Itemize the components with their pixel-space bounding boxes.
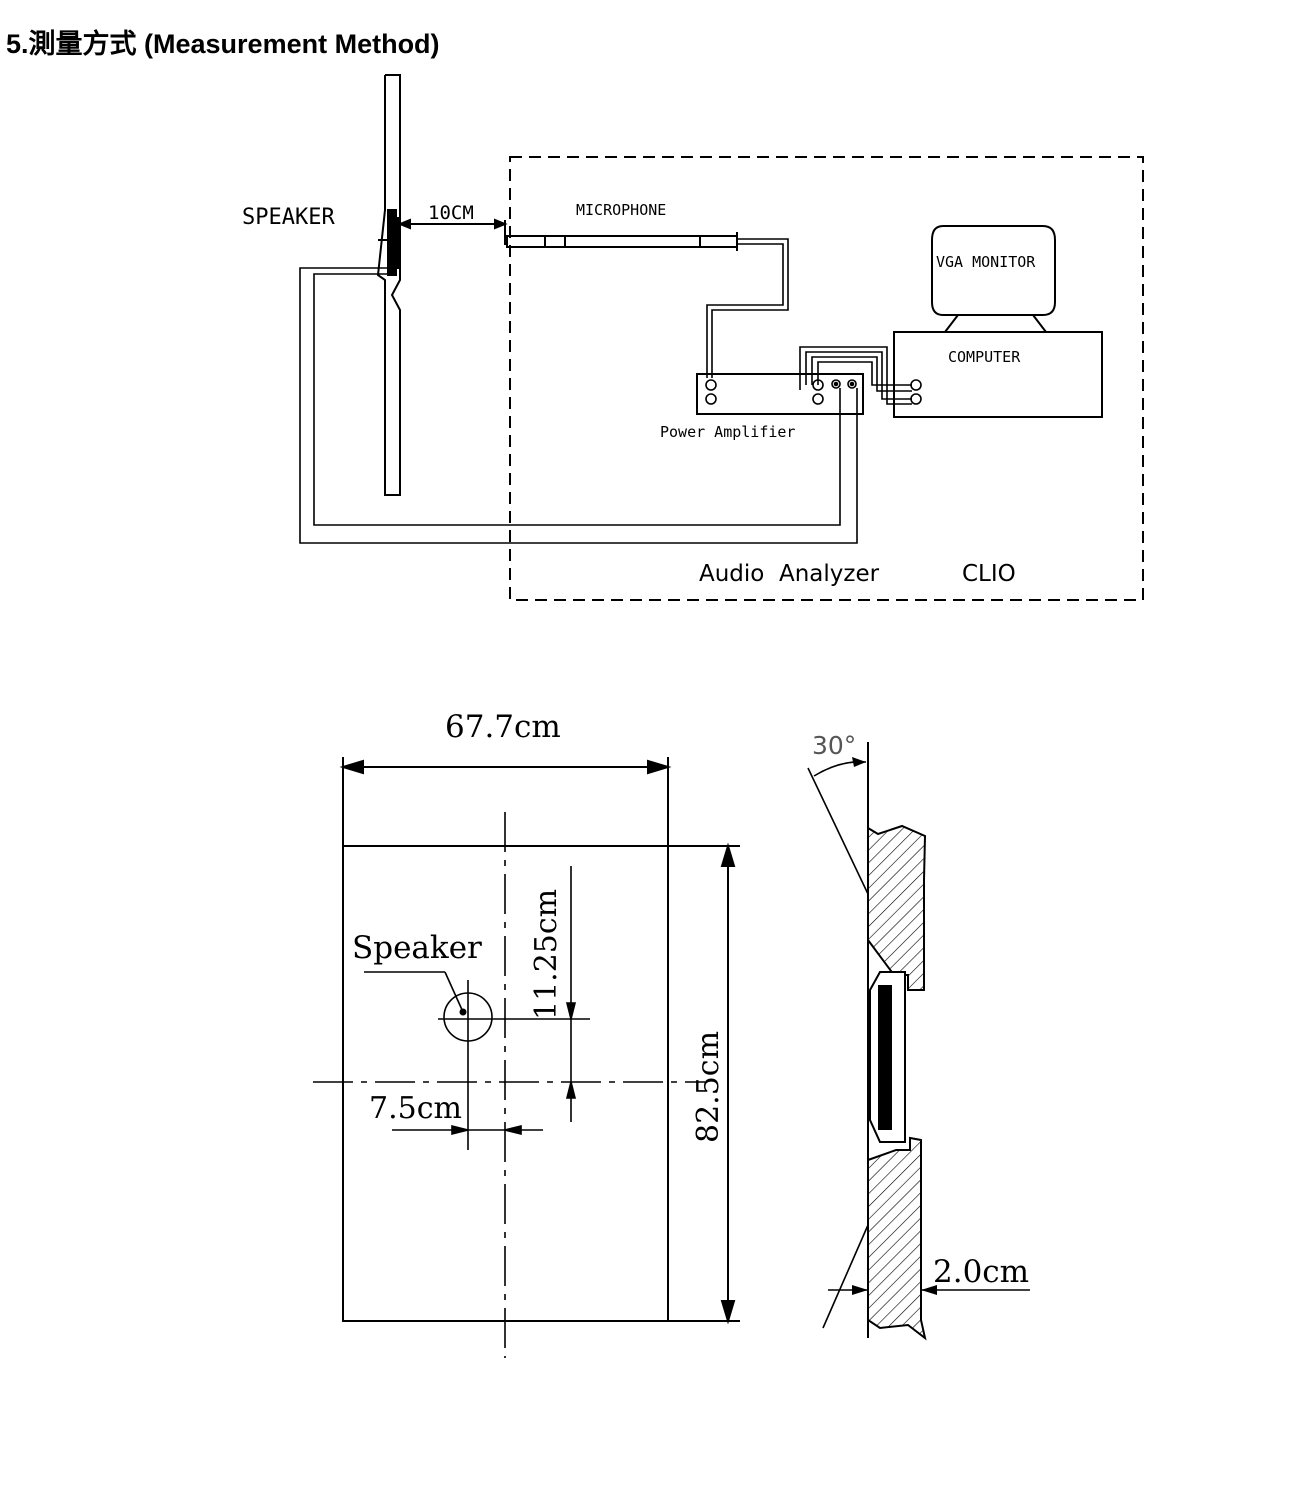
analyzer-enclosure [509,156,1144,601]
setup-diagram [299,74,1144,601]
computer-box [893,331,1103,418]
speaker-front-label: Speaker [352,930,482,966]
distance-dimension [397,218,508,245]
computer-connectors [910,379,922,405]
angle-line [807,767,869,895]
microphone-label: MICROPHONE [576,201,666,219]
computer-label: COMPUTER [948,348,1021,366]
horizontal-offset-label: 7.5cm [369,1091,462,1126]
thickness-dimension [828,1285,1030,1295]
height-label: 82.5cm [691,1031,726,1143]
speaker-unit [378,209,400,276]
amplifier-label: Power Amplifier [660,423,795,441]
monitor-label: VGA MONITOR [936,253,1036,271]
height-dimension [720,842,736,1325]
microphone-body [506,232,738,251]
monitor-box [931,225,1056,316]
thickness-label: 2.0cm [933,1254,1029,1290]
lower-baffle-section [867,1136,927,1341]
analyzer-label: Audio Analyzer [699,561,880,587]
baffle-front-diagram [313,757,740,1358]
signal-cables [799,346,912,405]
width-dimension [339,759,672,775]
horizontal-offset-dimension [392,1124,543,1136]
setup-labels: SPEAKER 10CM MICROPHONE VGA MONITOR COMP… [242,201,1036,587]
distance-label: 10CM [428,202,474,224]
power-amplifier-box [696,373,864,415]
speaker-cable [299,267,858,544]
angle-label: 30° [812,731,856,760]
monitor-stand [944,314,959,333]
microphone-cable [711,238,789,378]
analyzer-brand-label: CLIO [962,561,1016,587]
amplifier-connectors [705,379,857,405]
speaker-setup-label: SPEAKER [242,205,335,230]
baffle-section-diagram [807,742,1030,1341]
vertical-offset-label: 11.25cm [529,889,564,1020]
upper-baffle-section [867,824,927,991]
vertical-offset-dimension [565,866,577,1122]
width-label: 67.7cm [445,709,561,745]
page-title: 5.測量方式 (Measurement Method) [6,29,440,59]
baffle-board [376,74,401,496]
baffle-section-labels: 30° 2.0cm [812,731,1029,1290]
baffle-front-labels: 67.7cm Speaker 7.5cm 11.25cm 82.5cm [352,709,726,1143]
